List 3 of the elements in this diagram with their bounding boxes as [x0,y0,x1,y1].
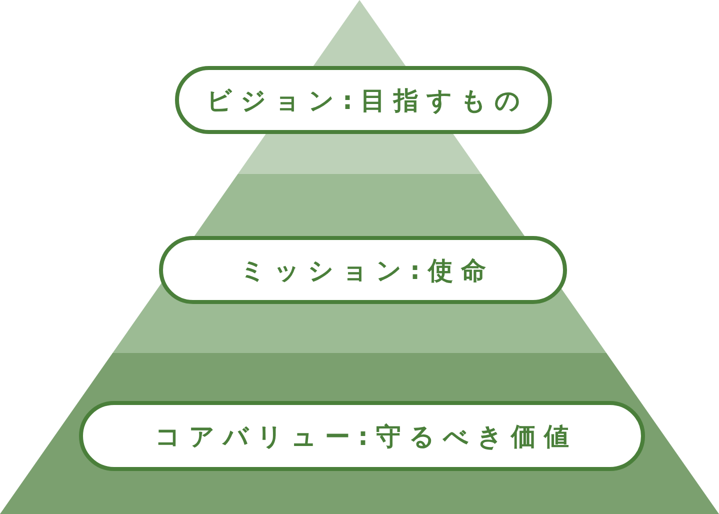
tier-label: コアバリュー:守るべき価値 [79,401,645,471]
tier-label: ビジョン:目指すもの [175,66,552,134]
tier-label: ミッション:使命 [159,236,567,304]
